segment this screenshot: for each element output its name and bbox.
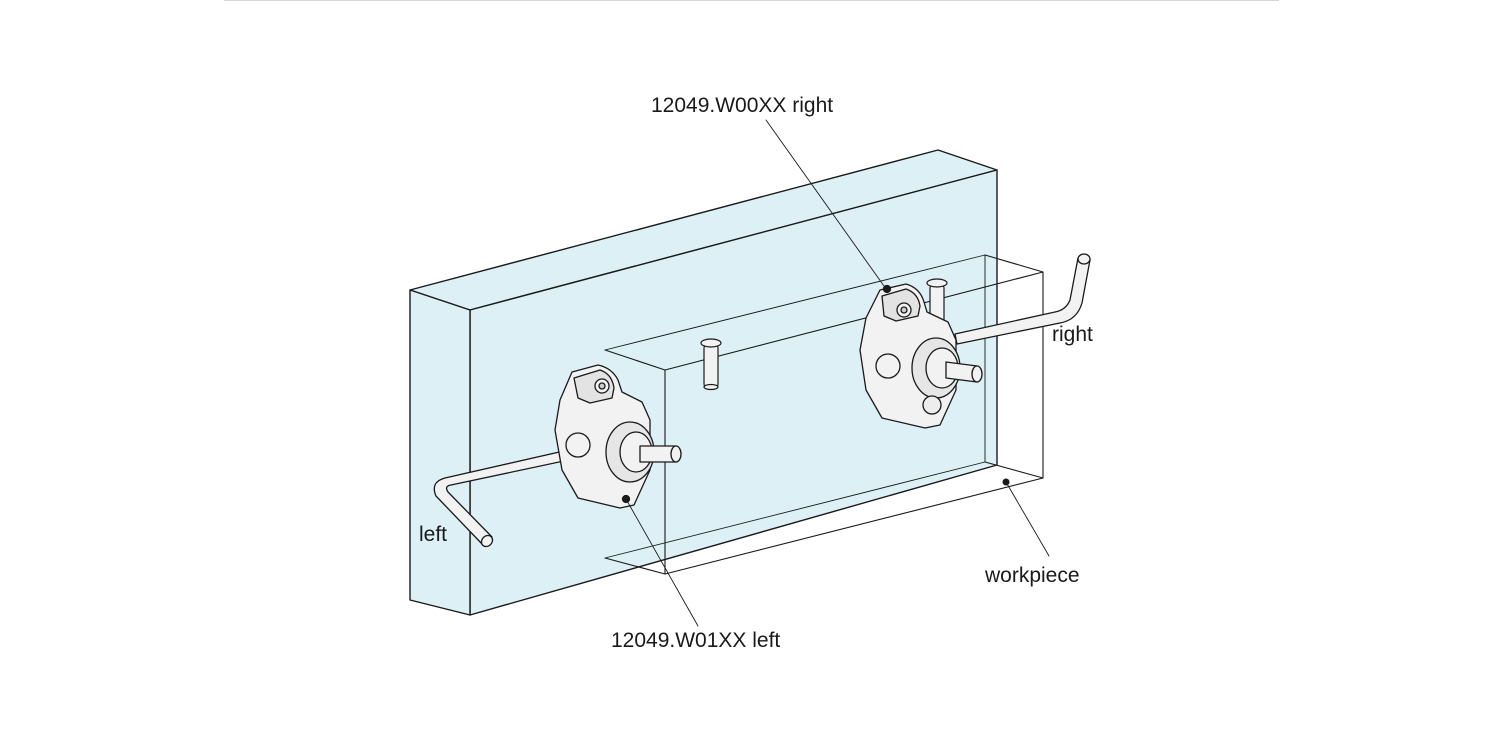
clamp-right-marker: [882, 284, 892, 294]
label-left-part: 12049.W01XX left: [611, 629, 781, 652]
leader-left-part: [625, 498, 699, 627]
workpiece-edge-tr: [984, 254, 1044, 273]
clamp-left-lobe: [573, 369, 615, 404]
clamp-left: [554, 364, 682, 509]
workpiece-marker: [1002, 478, 1010, 486]
pin-left: [700, 338, 722, 391]
clamp-left-bore: [565, 432, 591, 458]
leader-workpiece: [1005, 481, 1050, 557]
clamp-right-bore: [875, 353, 901, 379]
workpiece-edge-tl: [604, 349, 666, 371]
hex-key-right: [954, 253, 1091, 345]
label-right-part: 12049.W00XX right: [651, 94, 834, 117]
workpiece-edge-br: [984, 461, 1044, 479]
workpiece-back-edge: [604, 254, 986, 559]
label-left-key: left: [419, 523, 448, 546]
label-workpiece: workpiece: [985, 564, 1080, 587]
hex-key-left: [433, 444, 593, 548]
label-right-key: right: [1052, 323, 1093, 346]
workpiece-edge-bl: [604, 557, 666, 575]
leader-right-part: [765, 119, 885, 287]
base-plate-side-face: [409, 289, 471, 616]
leader-lines: [625, 119, 1050, 627]
clamp-right: [859, 283, 983, 429]
top-divider: [224, 0, 1279, 1]
